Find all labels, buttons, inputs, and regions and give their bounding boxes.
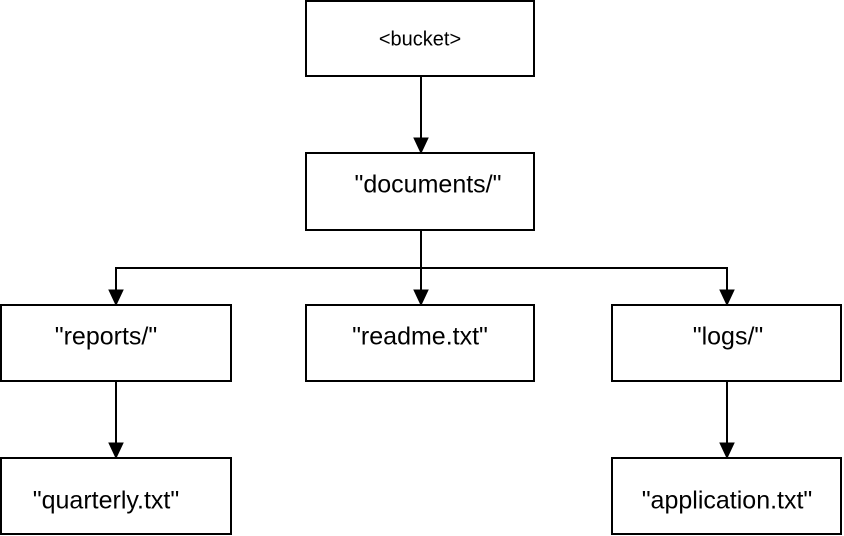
node-logs-box[interactable] xyxy=(611,304,842,382)
node-reports[interactable]: "reports/" xyxy=(0,304,232,382)
node-logs-label: "logs/" xyxy=(693,323,764,351)
node-readme[interactable]: "readme.txt" xyxy=(305,304,535,382)
node-documents[interactable]: "documents/" xyxy=(305,152,535,231)
node-application-label: "application.txt" xyxy=(642,487,813,515)
node-quarterly-label: "quarterly.txt" xyxy=(33,487,180,515)
node-bucket[interactable]: <bucket> xyxy=(305,0,535,77)
node-reports-box[interactable] xyxy=(0,304,232,382)
node-reports-label: "reports/" xyxy=(55,323,158,351)
node-logs[interactable]: "logs/" xyxy=(611,304,842,382)
edge-documents-reports xyxy=(115,267,421,290)
node-documents-label: "documents/" xyxy=(355,171,502,199)
node-quarterly[interactable]: "quarterly.txt" xyxy=(0,457,232,535)
node-documents-box[interactable] xyxy=(305,152,535,231)
edge-documents-logs xyxy=(421,267,728,290)
arrowhead-logs xyxy=(719,289,735,307)
arrowhead-documents xyxy=(413,137,429,155)
node-bucket-box[interactable] xyxy=(305,0,535,77)
node-bucket-label: <bucket> xyxy=(379,28,461,50)
node-readme-box[interactable] xyxy=(305,304,535,382)
node-application[interactable]: "application.txt" xyxy=(611,457,842,535)
arrowhead-readme xyxy=(413,289,429,307)
node-readme-label: "readme.txt" xyxy=(352,323,488,351)
node-application-box[interactable] xyxy=(611,457,842,535)
node-quarterly-box[interactable] xyxy=(0,457,232,535)
arrowhead-application xyxy=(719,442,735,460)
arrowhead-reports xyxy=(108,289,124,307)
arrowhead-quarterly xyxy=(108,442,124,460)
edges xyxy=(108,76,735,460)
